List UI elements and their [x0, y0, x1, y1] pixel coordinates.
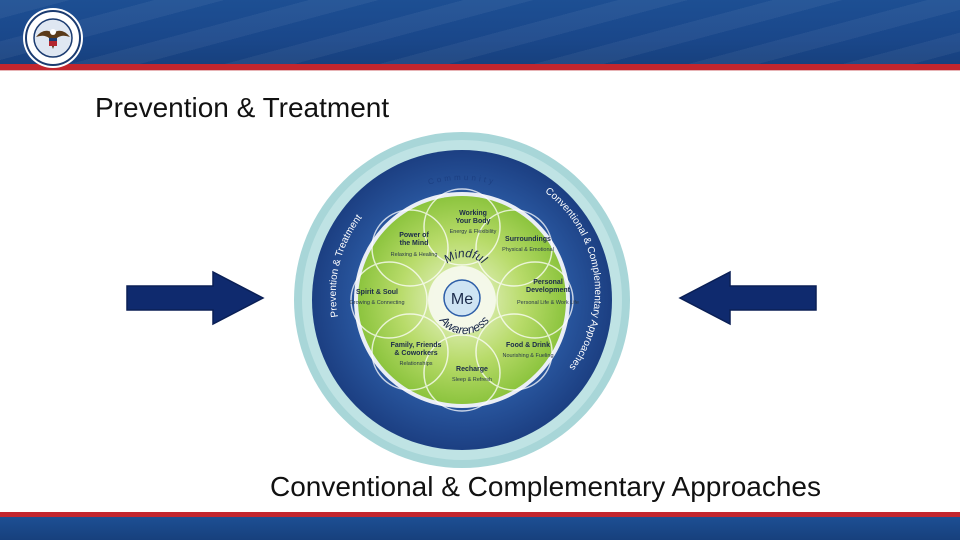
petal-3-title1: Food & Drink: [506, 342, 550, 349]
center-label: Me: [451, 291, 473, 308]
petal-6-sub: Growing & Connecting: [349, 300, 404, 306]
petal-1-title1: Surroundings: [505, 236, 551, 243]
petal-1-sub: Physical & Emotional: [502, 247, 554, 253]
petal-7-title1: Power of: [399, 232, 429, 239]
petal-3-sub: Nourishing & Fueling: [502, 353, 553, 359]
petal-5-title1: Family, Friends: [391, 342, 442, 349]
petal-0-title1: Working: [459, 210, 487, 217]
petal-4-title1: Recharge: [456, 366, 488, 373]
petal-5-sub: Relationships: [399, 361, 432, 367]
petal-0-title2: Your Body: [456, 218, 491, 225]
slide-caption: Conventional & Complementary Approaches: [270, 471, 821, 502]
arrow-right-icon: [126, 270, 265, 326]
petal-7-title2: the Mind: [400, 240, 429, 247]
arrow-left-icon: [678, 270, 817, 326]
petal-2-sub: Personal Life & Work Life: [517, 300, 579, 306]
petal-5-title2: & Coworkers: [394, 350, 437, 357]
header-red-stripe: [0, 64, 960, 70]
footer-red-stripe: [0, 512, 960, 517]
va-seal-icon: [23, 8, 83, 68]
petal-2-title1: Personal: [533, 279, 563, 286]
petal-7-sub: Relaxing & Healing: [391, 252, 438, 258]
center-me-circle: [443, 279, 481, 317]
petal-6-title1: Spirit & Soul: [356, 289, 398, 296]
petal-4-sub: Sleep & Refresh: [452, 377, 492, 383]
petal-2-title2: Development: [526, 287, 571, 294]
wellness-circle-diagram: Me Mindful Awareness Community Preventio…: [294, 132, 630, 468]
petal-0-sub: Energy & Flexibility: [450, 229, 497, 235]
header-banner: [0, 0, 960, 66]
slide-title: Prevention & Treatment: [95, 92, 390, 123]
footer-banner: [0, 517, 960, 540]
header-divider: [0, 70, 960, 71]
